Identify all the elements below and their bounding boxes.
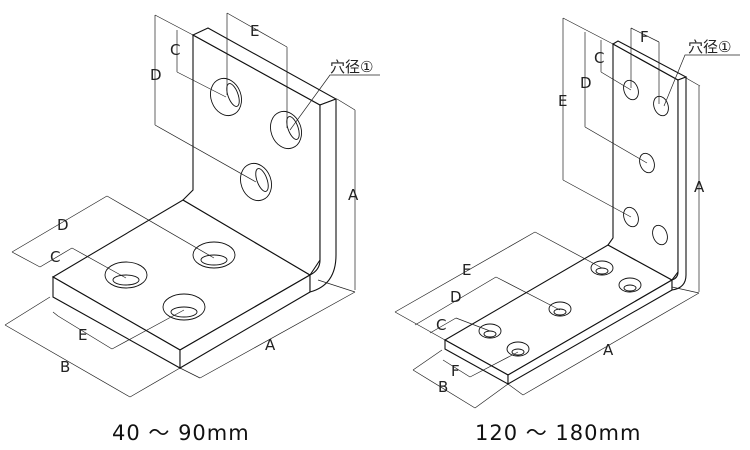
right-dim-a2: A [603,341,614,359]
right-size-caption: 120 ～ 180mm [475,421,641,445]
right-dim-d2: D [450,288,462,306]
left-dim-a1: A [348,186,359,204]
left-bracket: D C E A A B D C E 穴径① 40 ～ 90mm [4,12,380,445]
right-dim-e1: E [558,92,567,110]
left-dim-e2: E [78,326,87,344]
right-dim-f1: F [640,28,649,46]
left-hole-diameter-label: 穴径① [330,58,373,76]
right-dim-d1: D [580,74,592,92]
right-dim-c1: C [594,49,604,67]
left-dim-d2: D [57,216,69,234]
left-dim-e1: E [250,22,259,40]
left-dimension-lines [4,12,380,398]
right-dim-e2: E [462,261,471,279]
left-dim-d1: D [150,66,162,84]
right-holes [478,79,669,357]
left-dim-a2: A [265,336,276,354]
right-dim-a1: A [694,178,705,196]
right-upright-side-edge [671,76,687,291]
left-size-caption: 40 ～ 90mm [112,421,250,445]
right-dim-b: B [438,378,448,396]
right-dimension-lines [394,17,740,409]
right-dim-f2: F [451,362,460,380]
right-bracket: E D C F A A E D C F B 穴径① 120 ～ 180mm [394,17,740,445]
left-dim-b: B [60,358,70,376]
left-dim-c1: C [170,41,180,59]
right-dim-c2: C [436,316,446,334]
left-upright-side-edge [309,98,337,293]
right-hole-diameter-label: 穴径① [688,38,731,56]
left-holes [104,77,302,321]
left-dim-c2: C [50,248,60,266]
